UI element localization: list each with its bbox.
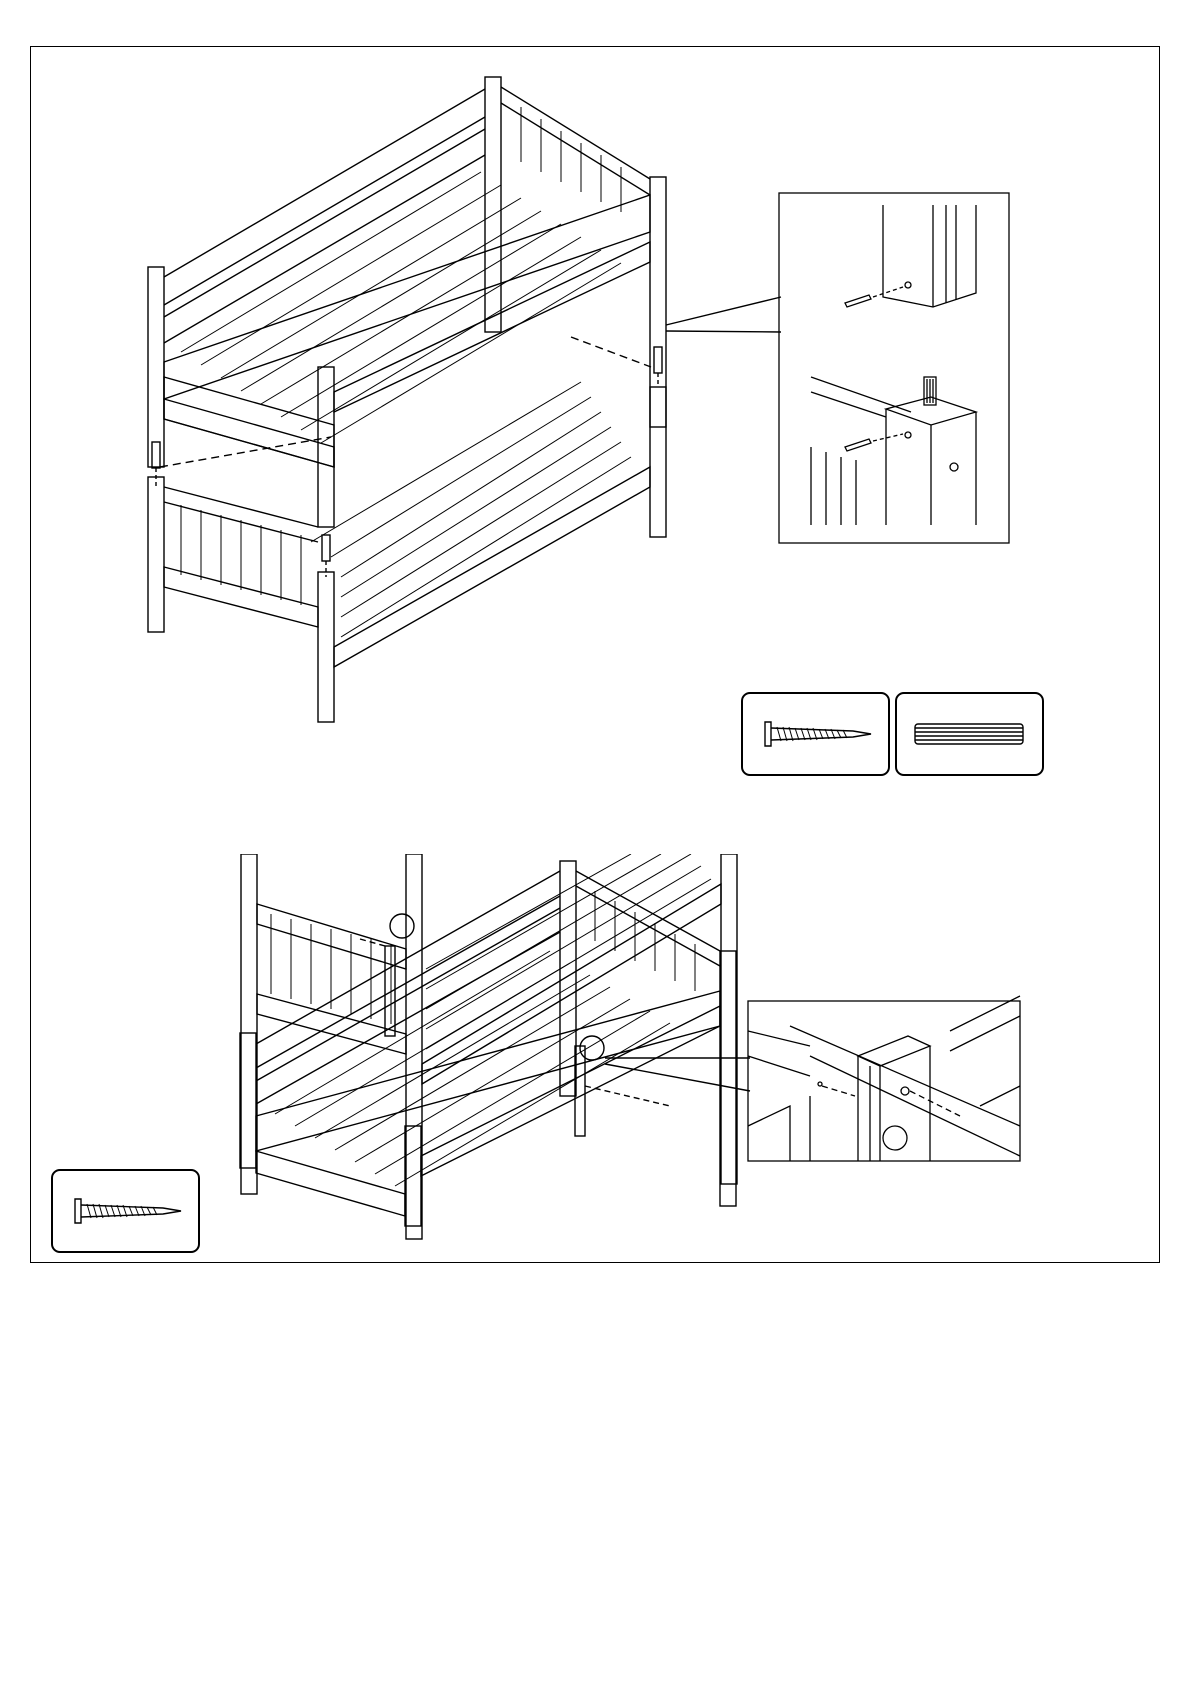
lower-bunk-frame xyxy=(148,382,666,722)
assembled-bunk-frame xyxy=(241,854,737,1239)
screw-icon xyxy=(743,694,888,774)
screw-part-box-2 xyxy=(51,1169,200,1253)
dowel-icon xyxy=(897,694,1042,774)
assembled-lower-slats xyxy=(426,854,711,1049)
assembly-step-panel-1 xyxy=(30,46,1160,856)
screw-part-box xyxy=(741,692,890,776)
screw-icon xyxy=(53,1171,198,1251)
dowel-part-box xyxy=(895,692,1044,776)
post-screw-detail xyxy=(779,193,1009,543)
assembly-step-panel-2 xyxy=(30,854,1160,1263)
instruction-page xyxy=(30,46,1160,1264)
bunk-bed-assembled-drawing xyxy=(31,854,1159,1262)
screw-small-icon-1 xyxy=(845,287,903,307)
screw-small-icon-2 xyxy=(845,434,903,451)
upper-bunk-frame xyxy=(148,77,666,527)
detail-leader-line xyxy=(666,297,781,325)
